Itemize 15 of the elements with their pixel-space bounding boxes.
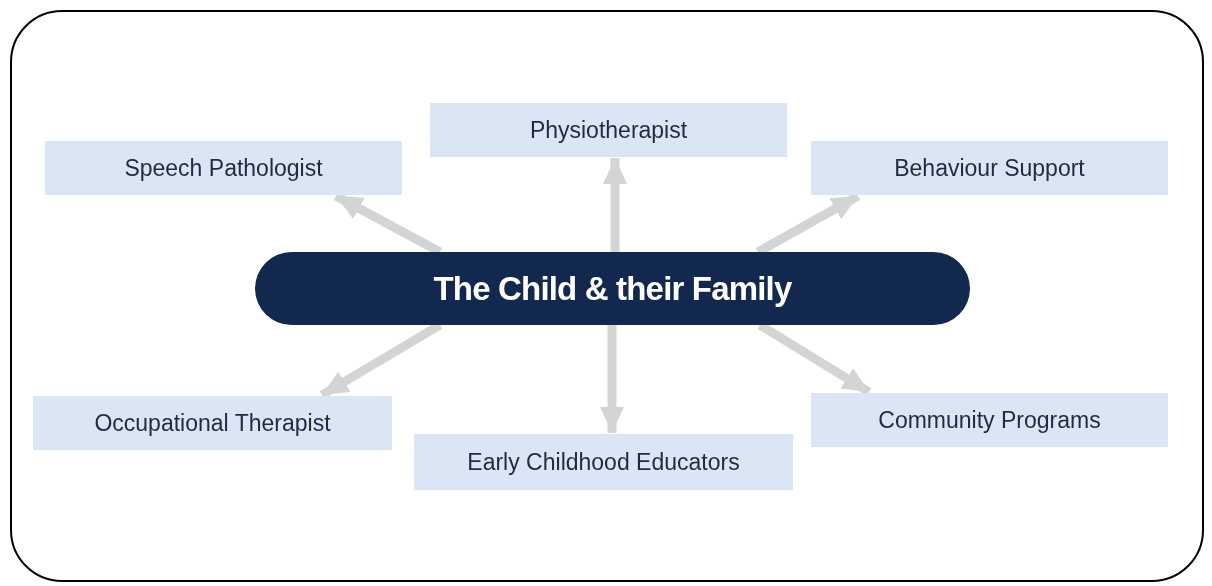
center-label: The Child & their Family: [433, 268, 792, 309]
role-box: [45, 141, 402, 195]
role-box: [33, 396, 392, 450]
role-label: Physiotherapist: [529, 115, 688, 145]
arrow: [603, 158, 627, 252]
arrow: [600, 325, 624, 433]
role-label: Early Childhood Educators: [467, 447, 740, 477]
role-box: [811, 141, 1168, 195]
role-label: Behaviour Support: [894, 153, 1085, 183]
role-label: Occupational Therapist: [94, 408, 331, 438]
role-box: [414, 434, 793, 490]
role-box: [430, 103, 787, 157]
role-box: [811, 393, 1168, 447]
role-label: Speech Pathologist: [124, 153, 323, 183]
role-label: Community Programs: [878, 405, 1101, 435]
